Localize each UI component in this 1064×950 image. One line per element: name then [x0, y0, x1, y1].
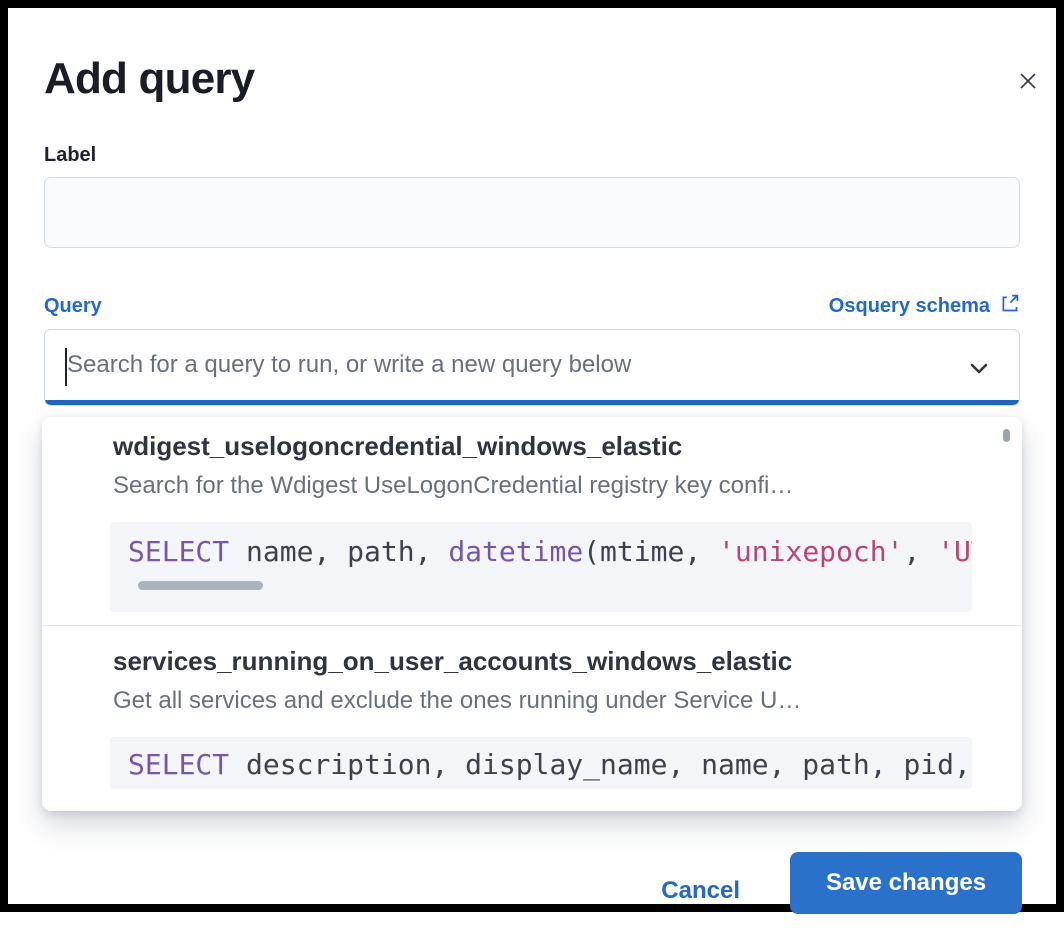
query-option-sql-preview: SELECT name, path, datetime(mtime, 'unix… [110, 522, 972, 612]
label-input[interactable] [44, 177, 1020, 248]
close-button[interactable] [1012, 66, 1044, 98]
combobox-focus-underline [45, 400, 1019, 405]
query-option-description: Search for the Wdigest UseLogonCredentia… [113, 472, 794, 499]
query-combobox-input[interactable]: Search for a query to run, or write a ne… [44, 329, 1020, 406]
query-option-title: services_running_on_user_accounts_window… [113, 646, 793, 676]
option-separator [42, 625, 1022, 626]
query-option-description: Get all services and exclude the ones ru… [113, 687, 802, 714]
query-option-wdigest[interactable]: wdigest_uselogoncredential_windows_elast… [42, 431, 1022, 612]
dropdown-vertical-scrollbar[interactable] [1003, 429, 1010, 442]
query-option-services[interactable]: services_running_on_user_accounts_window… [42, 646, 1022, 789]
save-changes-button[interactable]: Save changes [790, 852, 1022, 914]
text-cursor [65, 348, 67, 386]
external-link-icon [999, 293, 1020, 320]
osquery-schema-link[interactable]: Osquery schema [829, 293, 1020, 320]
add-query-modal: Add query Label Query Osquery schema Sea… [8, 54, 1056, 950]
label-field-label: Label [44, 144, 97, 166]
query-combobox-wrap: Search for a query to run, or write a ne… [42, 329, 1022, 811]
query-suggestions-dropdown: wdigest_uselogoncredential_windows_elast… [42, 417, 1022, 811]
query-field-label: Query [44, 295, 102, 317]
sql-code-line: SELECT description, display_name, name, … [128, 748, 971, 781]
cancel-button[interactable]: Cancel [661, 861, 740, 905]
query-option-sql-preview: SELECT description, display_name, name, … [110, 737, 972, 789]
osquery-schema-link-label: Osquery schema [828, 295, 990, 317]
modal-title: Add query [44, 54, 255, 103]
sql-code-line: SELECT name, path, datetime(mtime, 'unix… [128, 535, 972, 568]
modal-footer: Cancel Save changes [661, 852, 1022, 914]
chevron-down-icon[interactable] [967, 356, 991, 380]
query-option-title: wdigest_uselogoncredential_windows_elast… [113, 431, 683, 461]
query-combobox-placeholder: Search for a query to run, or write a ne… [67, 351, 632, 378]
close-icon [1016, 69, 1040, 96]
code-horizontal-scrollbar[interactable] [138, 581, 263, 590]
